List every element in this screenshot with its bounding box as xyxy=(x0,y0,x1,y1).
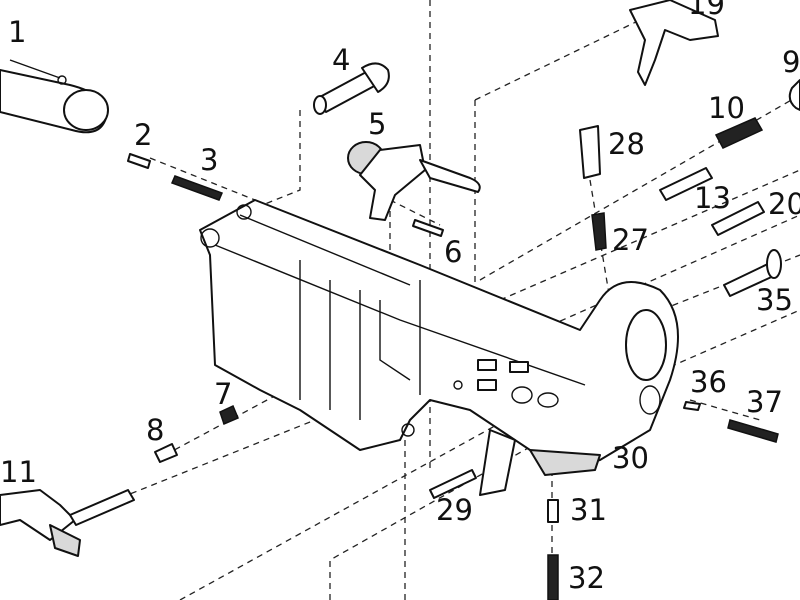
label-part-37: 37 xyxy=(746,385,783,419)
lower-receiver xyxy=(199,199,679,496)
part-31-detent xyxy=(547,499,559,523)
label-part-19: 19 xyxy=(688,0,725,21)
part-9-hammer xyxy=(788,79,800,111)
label-part-31: 31 xyxy=(570,493,607,527)
label-part-35: 35 xyxy=(756,283,793,317)
part-37-spring xyxy=(727,419,779,443)
part-6-pin xyxy=(412,219,444,237)
label-part-4: 4 xyxy=(332,43,350,77)
part-36-detent xyxy=(683,401,701,411)
part-10-spring xyxy=(714,117,764,149)
label-part-11: 11 xyxy=(0,455,37,489)
label-part-7: 7 xyxy=(214,377,232,411)
part-11-bolt-catch xyxy=(0,489,135,557)
label-part-6: 6 xyxy=(444,235,462,269)
part-8-detent xyxy=(154,443,178,463)
label-part-10: 10 xyxy=(708,91,745,125)
part-28-detent xyxy=(579,125,601,179)
label-part-20: 20 xyxy=(768,187,800,221)
part-20-pin xyxy=(711,201,765,236)
label-part-2: 2 xyxy=(134,118,152,152)
label-part-27: 27 xyxy=(612,223,649,257)
part-27-spring xyxy=(591,212,607,251)
part-1-buffer-tube xyxy=(0,59,109,134)
part-13-pin xyxy=(659,167,713,201)
part-7-spring xyxy=(219,404,239,426)
part-30-pistol-grip xyxy=(529,449,601,476)
part-2-detent xyxy=(127,153,151,169)
label-part-36: 36 xyxy=(690,365,727,399)
part-4-pivot-pin xyxy=(313,62,390,115)
part-32-spring xyxy=(547,554,559,600)
label-part-5: 5 xyxy=(368,107,386,141)
label-part-30: 30 xyxy=(612,441,649,475)
part-5-magazine-catch xyxy=(347,141,481,221)
label-part-9: 9 xyxy=(782,45,800,79)
part-29-pin xyxy=(429,469,477,499)
label-part-29: 29 xyxy=(436,493,473,527)
label-part-3: 3 xyxy=(200,143,218,177)
part-19-trigger xyxy=(629,0,719,86)
label-part-13: 13 xyxy=(694,181,731,215)
label-part-8: 8 xyxy=(146,413,164,447)
part-35-takedown-pin xyxy=(723,249,782,297)
label-part-32: 32 xyxy=(568,561,605,595)
label-part-1: 1 xyxy=(8,15,26,49)
label-part-28: 28 xyxy=(608,127,645,161)
part-3-spring xyxy=(170,175,224,201)
